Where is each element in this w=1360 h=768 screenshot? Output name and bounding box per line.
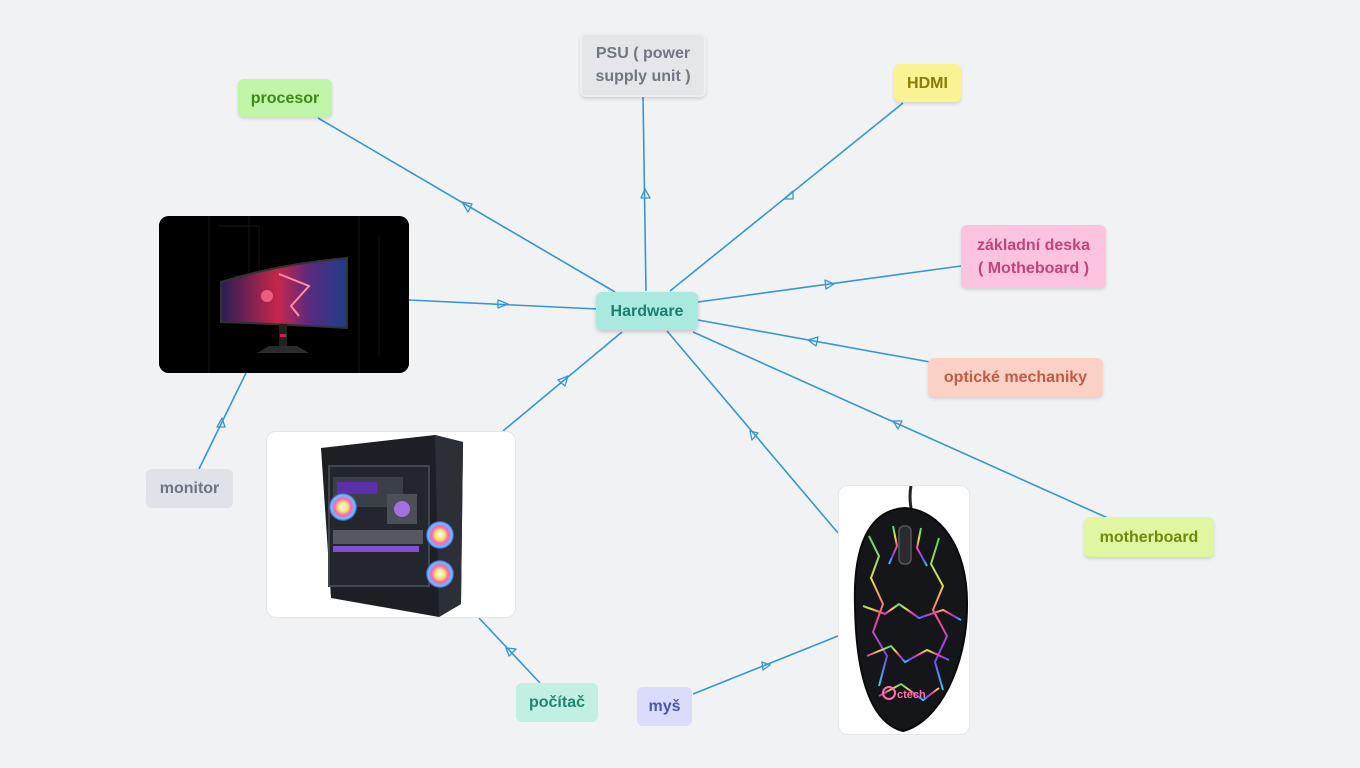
topic-psu[interactable]: PSU ( power supply unit ) (580, 33, 706, 97)
topic-label: počítač (528, 694, 585, 711)
mouse-brand-text: ctech (897, 689, 926, 701)
link-psu (642, 95, 647, 292)
topic-monitor[interactable]: monitor (146, 469, 233, 508)
topic-motherboard[interactable]: motherboard (1084, 517, 1214, 557)
topic-label: PSU ( power supply unit ) (595, 45, 691, 85)
arrow-icon (497, 299, 509, 309)
arrow-icon (216, 417, 226, 428)
topic-label: monitor (159, 480, 220, 497)
topic-hdmi[interactable]: HDMI (894, 64, 961, 102)
link-motherboard (692, 331, 1111, 520)
pc-case-image[interactable] (266, 431, 516, 618)
topic-zakladni-deska[interactable]: základní deska ( Motheboard ) (961, 225, 1106, 288)
gaming-mouse-image[interactable]: ctech (838, 485, 970, 735)
root-topic-hardware[interactable]: Hardware (596, 292, 698, 330)
pc-case-icon (267, 432, 515, 617)
arrow-icon (824, 279, 835, 290)
arrow-icon (461, 201, 473, 213)
arrow-icon (557, 375, 569, 387)
link-pocitac-label (478, 617, 541, 684)
topic-opticke-mechaniky[interactable]: optické mechaniky (928, 358, 1103, 397)
monitor-icon (159, 216, 409, 373)
arrow-icon (807, 336, 819, 347)
monitor-image[interactable] (159, 216, 409, 373)
topic-label: optické mechaniky (943, 369, 1088, 386)
arrow-icon (505, 647, 517, 657)
topic-label: HDMI (907, 74, 948, 92)
link-pc-image (502, 331, 623, 432)
link-monitor-image (408, 299, 598, 310)
link-procesor (317, 117, 616, 293)
topic-procesor[interactable]: procesor (238, 79, 332, 117)
topic-label: motherboard (1099, 528, 1199, 546)
arrow-icon (761, 661, 771, 671)
topic-label: základní deska ( Motheboard ) (977, 236, 1090, 277)
topic-label: procesor (250, 89, 320, 107)
arrow-icon (892, 420, 903, 430)
link-opticke (697, 319, 931, 363)
topic-mys[interactable]: myš (637, 687, 692, 726)
arrow-icon (640, 188, 651, 199)
arrow-icon (749, 430, 759, 441)
topic-pocitac[interactable]: počítač (516, 683, 598, 722)
link-mys-label (692, 635, 839, 695)
topic-label: myš (648, 698, 681, 715)
mouse-icon: ctech (839, 486, 969, 734)
link-zakladni-deska (697, 265, 962, 303)
arrow-icon (783, 190, 794, 200)
root-topic-label: Hardware (610, 302, 684, 320)
